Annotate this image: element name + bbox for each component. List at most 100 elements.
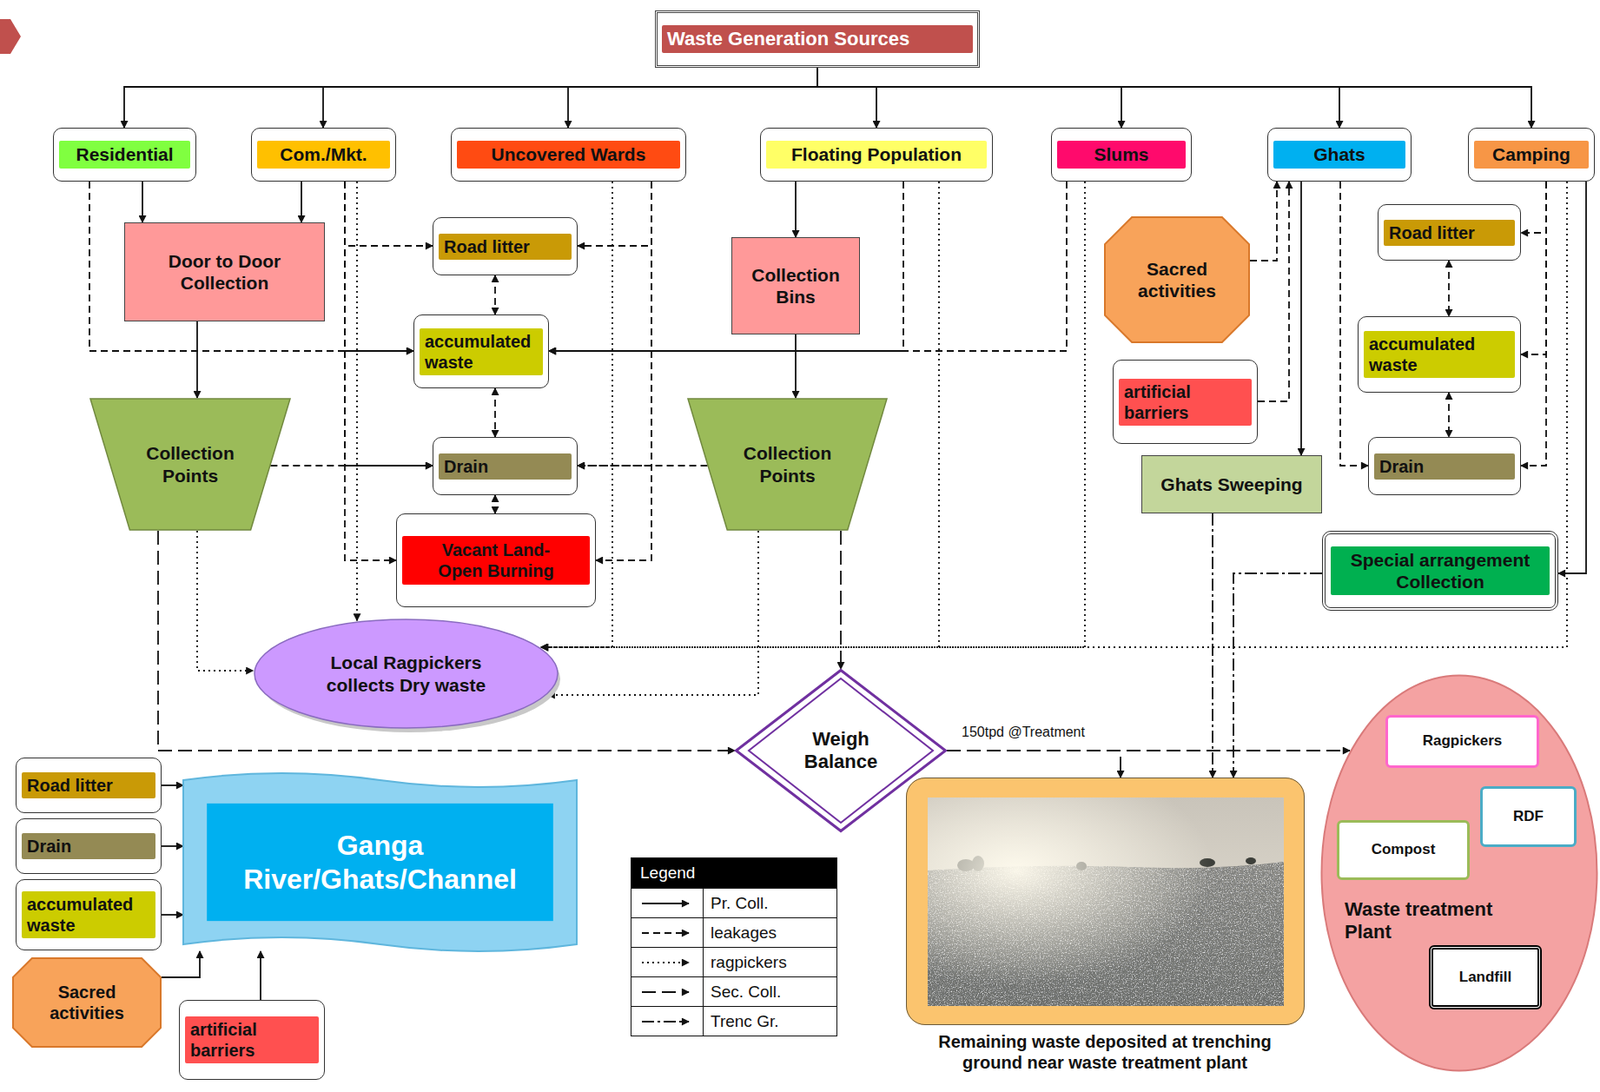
connector [494, 388, 496, 437]
process-box: Ghats Sweeping [1141, 455, 1323, 514]
ellipse-shape [254, 619, 558, 728]
waste-box: accumulated waste [413, 314, 549, 389]
legend-line-sample [641, 902, 689, 905]
node-text: Weigh Balance [788, 727, 893, 774]
source-box: Ghats [1267, 127, 1412, 182]
plant-shape [1322, 675, 1598, 1072]
node-text: Vacant Land- Open Burning [402, 535, 590, 585]
node-text: Residential [59, 140, 191, 168]
shape-outline [687, 397, 888, 531]
connector [196, 321, 199, 398]
connector [577, 464, 708, 467]
connector [1520, 181, 1547, 355]
connector [270, 464, 433, 467]
legend-text: leakages [703, 918, 784, 947]
legend-sample [631, 1006, 704, 1036]
connector [494, 495, 496, 514]
shape-outline [252, 617, 560, 730]
connector [817, 67, 1122, 128]
node-text: Uncovered Wards [456, 140, 681, 168]
legend-line-sample [641, 961, 689, 964]
connector [344, 181, 397, 561]
connector [161, 951, 200, 978]
output-box: Ragpickers [1385, 714, 1540, 768]
connector [1249, 181, 1277, 261]
slide-ornament [0, 19, 21, 54]
connector [541, 181, 1085, 648]
legend-line-sample [641, 991, 689, 993]
node-text: Compost [1344, 840, 1462, 859]
node-text: Drain [21, 833, 156, 860]
connector [568, 67, 818, 128]
node-text: Slums [1057, 140, 1186, 168]
legend-row: ragpickers [631, 946, 837, 977]
connector [161, 845, 184, 847]
node-text: Floating Population [766, 140, 987, 168]
edge-label: 150tpd @Treatment [958, 724, 1088, 741]
legend-line [636, 897, 698, 910]
source-box: Slums [1051, 127, 1192, 182]
source-box: Residential [52, 127, 197, 182]
node-text: Ragpickers [1393, 732, 1532, 750]
connector [1300, 181, 1303, 456]
connector [259, 951, 262, 1000]
connector [794, 181, 797, 238]
node-text: Waste treatment Plant [1344, 898, 1519, 945]
treatment-plant: Waste treatment PlantRagpickersRDFCompos… [1320, 674, 1599, 1072]
node-text: Landfill [1438, 968, 1533, 986]
header-box: Waste Generation Sources [654, 10, 980, 68]
connector [577, 181, 652, 246]
legend-box: LegendPr. Coll.leakagesragpickersSec. Co… [630, 857, 838, 1037]
legend-text: Trenc Gr. [703, 1006, 786, 1036]
waste-box: Drain [432, 436, 578, 496]
connector [817, 67, 1532, 128]
connector [1233, 573, 1323, 778]
connector [1257, 181, 1290, 402]
legend-sample [631, 918, 704, 947]
legend-title: Legend [631, 858, 837, 888]
legend-line [636, 926, 698, 939]
legend-sample [631, 977, 704, 1006]
connector [89, 181, 414, 351]
connector [595, 181, 652, 561]
node-text: Drain [438, 453, 572, 480]
waste-box: accumulated waste [1357, 316, 1521, 393]
octagon-shape [1104, 217, 1250, 343]
river-banner: Ganga River/Ghats/Channel [183, 773, 577, 952]
connector [124, 67, 818, 128]
node-text: Collection Points [128, 442, 252, 486]
connector [197, 530, 253, 671]
node-text: Road litter [438, 233, 572, 260]
node-text: Road litter [21, 772, 156, 799]
node-text: Waste Generation Sources [661, 25, 973, 53]
waste-box: Road litter [432, 217, 578, 276]
connector [344, 181, 433, 246]
legend-sample [631, 888, 704, 918]
waste-box: Road litter [1377, 204, 1521, 261]
process-box: Special arrangement Collection [1322, 530, 1559, 611]
node-text: artificial barriers [185, 1016, 319, 1064]
connector [344, 181, 414, 351]
connector [946, 750, 1121, 778]
node-text: accumulated waste [21, 891, 156, 939]
connector [817, 67, 1340, 128]
shape-outline [89, 397, 291, 531]
connector [541, 181, 939, 648]
shape-outline [183, 773, 577, 952]
trapezoid-shape [90, 398, 291, 530]
collection-trapezoid: Collection Points [687, 397, 888, 531]
node-text: accumulated waste [419, 328, 543, 376]
river-panel [206, 803, 554, 921]
legend-line [636, 1015, 698, 1028]
node-text: Road litter [1383, 219, 1515, 246]
node-text: Sacred activities [1121, 257, 1233, 302]
waste-box: accumulated waste [15, 879, 162, 951]
connector [541, 181, 1567, 648]
legend-line-sample [641, 1020, 689, 1023]
connector [1447, 260, 1450, 317]
waste-box: Drain [1368, 436, 1521, 496]
legend-text: Sec. Coll. [703, 977, 788, 1006]
connector [577, 181, 652, 466]
waste-box: artificial barriers [1112, 359, 1258, 444]
